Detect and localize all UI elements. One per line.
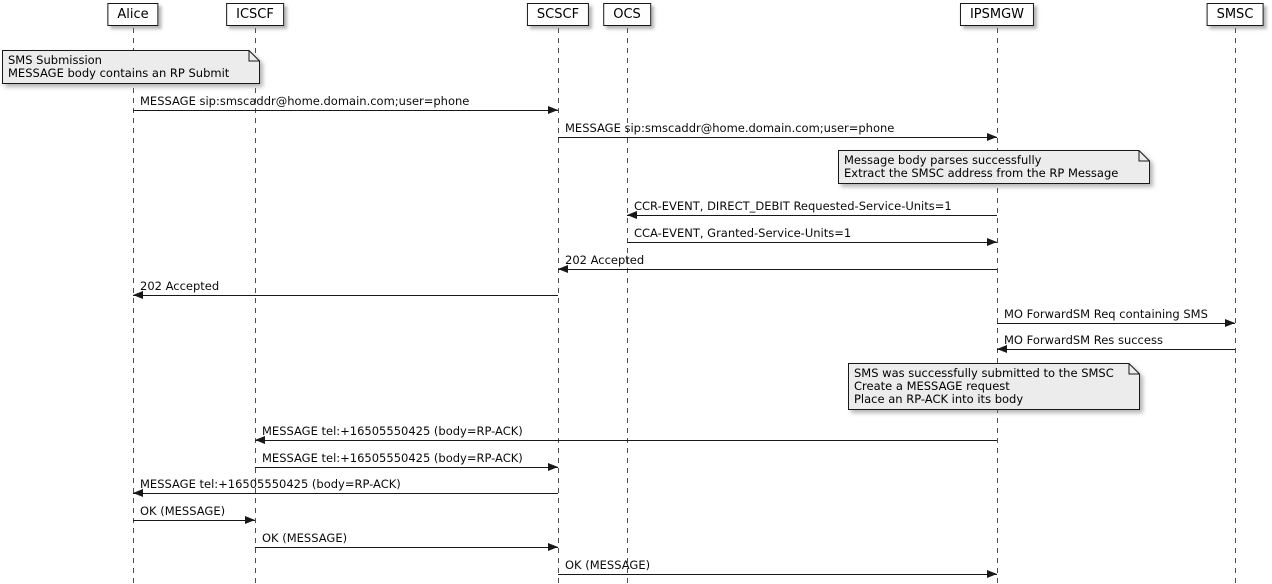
arrowhead-icon bbox=[548, 543, 558, 551]
message-label: OK (MESSAGE) bbox=[140, 504, 226, 518]
message-label: CCA-EVENT, Granted-Service-Units=1 bbox=[634, 226, 852, 240]
message-label: MO ForwardSM Req containing SMS bbox=[1004, 307, 1208, 321]
message-line bbox=[255, 467, 558, 468]
lifeline-smsc bbox=[1234, 28, 1236, 584]
message-line bbox=[133, 295, 558, 296]
message-line bbox=[558, 269, 997, 270]
note-line: Message body parses successfully bbox=[844, 153, 1042, 167]
lifeline-ocs bbox=[626, 28, 628, 584]
message-line bbox=[133, 493, 558, 494]
message-line bbox=[997, 323, 1235, 324]
note-shape-icon bbox=[848, 363, 1140, 410]
message-label: CCR-EVENT, DIRECT_DEBIT Requested-Servic… bbox=[634, 199, 952, 213]
lifeline-icscf bbox=[254, 28, 256, 584]
message-label: OK (MESSAGE) bbox=[565, 558, 651, 572]
message-line bbox=[997, 349, 1235, 350]
participant-alice: Alice bbox=[107, 3, 159, 26]
note-shape-icon bbox=[838, 150, 1150, 184]
arrowhead-icon bbox=[987, 133, 997, 141]
arrowhead-icon bbox=[1225, 319, 1235, 327]
participant-ocs: OCS bbox=[603, 3, 651, 26]
arrowhead-icon bbox=[548, 106, 558, 114]
note-line: Place an RP-ACK into its body bbox=[854, 392, 1024, 406]
arrowhead-icon bbox=[255, 436, 265, 444]
message-label: 202 Accepted bbox=[565, 253, 645, 267]
message-label: 202 Accepted bbox=[140, 279, 220, 293]
arrowhead-icon bbox=[987, 570, 997, 578]
note-text: SMS was successfully submitted to the SM… bbox=[854, 367, 1114, 406]
arrowhead-icon bbox=[245, 516, 255, 524]
note-line: SMS Submission bbox=[8, 53, 102, 67]
message-label: MESSAGE tel:+16505550425 (body=RP-ACK) bbox=[140, 477, 401, 491]
note-line: Extract the SMSC address from the RP Mes… bbox=[844, 166, 1119, 180]
participant-icscf: ICSCF bbox=[226, 3, 284, 26]
arrowhead-icon bbox=[133, 291, 143, 299]
message-label: MESSAGE tel:+16505550425 (body=RP-ACK) bbox=[262, 424, 523, 438]
note-line: Create a MESSAGE request bbox=[854, 379, 1010, 393]
message-label: MO ForwardSM Res success bbox=[1004, 333, 1163, 347]
participant-ipsmgw: IPSMGW bbox=[959, 3, 1035, 26]
arrowhead-icon bbox=[987, 238, 997, 246]
note-line: MESSAGE body contains an RP Submit bbox=[8, 66, 230, 80]
message-line bbox=[627, 215, 997, 216]
message-line bbox=[627, 242, 997, 243]
message-label: MESSAGE sip:smscaddr@home.domain.com;use… bbox=[140, 94, 470, 108]
participant-smsc: SMSC bbox=[1206, 3, 1264, 26]
note-line: SMS was successfully submitted to the SM… bbox=[854, 366, 1114, 380]
message-line bbox=[255, 547, 558, 548]
message-line bbox=[133, 110, 558, 111]
note-shape-icon bbox=[2, 50, 260, 84]
lifeline-alice bbox=[132, 28, 134, 584]
lifeline-scscf bbox=[557, 28, 559, 584]
message-label: OK (MESSAGE) bbox=[262, 531, 348, 545]
arrowhead-icon bbox=[627, 211, 637, 219]
participant-scscf: SCSCF bbox=[526, 3, 590, 26]
message-line bbox=[558, 574, 997, 575]
message-line bbox=[133, 520, 255, 521]
lifeline-ipsmgw bbox=[996, 28, 998, 584]
note: SMS was successfully submitted to the SM… bbox=[848, 363, 1140, 410]
message-label: MESSAGE tel:+16505550425 (body=RP-ACK) bbox=[262, 451, 523, 465]
message-line bbox=[558, 137, 997, 138]
message-label: MESSAGE sip:smscaddr@home.domain.com;use… bbox=[565, 121, 895, 135]
arrowhead-icon bbox=[133, 489, 143, 497]
message-line bbox=[255, 440, 997, 441]
arrowhead-icon bbox=[548, 463, 558, 471]
arrowhead-icon bbox=[997, 345, 1007, 353]
arrowhead-icon bbox=[558, 265, 568, 273]
